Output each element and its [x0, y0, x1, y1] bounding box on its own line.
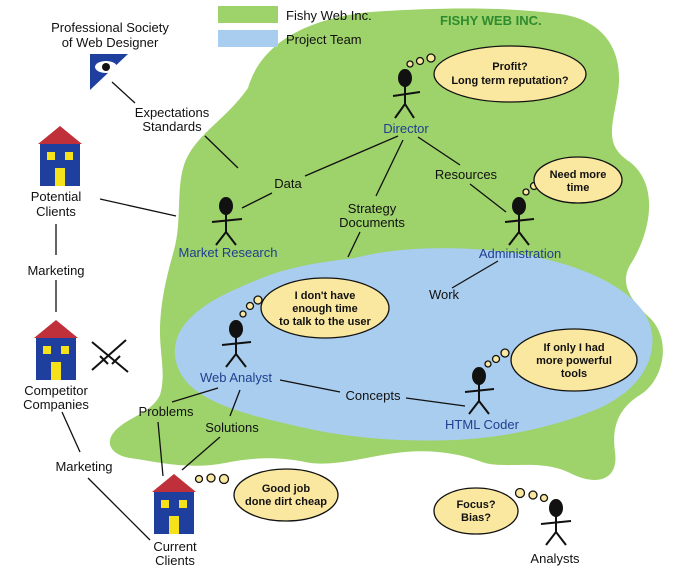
line-analyst-solutions: [229, 389, 241, 417]
thought-bubble-icon: [194, 45, 638, 535]
legend-team-swatch: [218, 30, 278, 47]
thought-clients-1: Good job: [262, 483, 311, 495]
role-analysts: Analysts: [530, 551, 580, 566]
line-analyst-concepts: [279, 379, 341, 393]
line-society-expectations: [111, 81, 136, 104]
legend-team-label: Project Team: [286, 32, 362, 47]
thought-analysts-1: Focus?: [456, 499, 495, 511]
potential-clients-label-2: Clients: [36, 204, 76, 219]
stick-figure-icon: [211, 69, 572, 546]
legend-company-swatch: [218, 6, 278, 23]
line-potential-market: [99, 198, 177, 217]
line-admin-work: [451, 260, 499, 289]
line-marketing-current: [87, 477, 151, 541]
line-strategy-team: [347, 231, 361, 258]
line-analyst-problems: [171, 387, 219, 403]
thought-analyst-3: to talk to the user: [279, 316, 371, 328]
line-concepts-coder: [405, 397, 466, 407]
link-problems: Problems: [139, 404, 194, 419]
line-standards-company: [204, 135, 239, 169]
link-data: Data: [274, 176, 302, 191]
link-marketing-top: Marketing: [27, 263, 84, 278]
thought-director-2: Long term reputation?: [451, 75, 569, 87]
thought-coder-3: tools: [561, 368, 587, 380]
house-icon: [152, 474, 196, 534]
crossed-swords-icon: [91, 339, 129, 373]
role-web-analyst: Web Analyst: [200, 370, 272, 385]
line-director-resources: [417, 136, 461, 166]
link-resources: Resources: [435, 167, 498, 182]
thought-admin-2: time: [567, 182, 590, 194]
role-director: Director: [383, 121, 429, 136]
link-concepts: Concepts: [346, 388, 401, 403]
thought-admin-1: Need more: [550, 169, 607, 181]
role-administration: Administration: [479, 246, 561, 261]
society-label-1: Professional Society: [51, 20, 169, 35]
line-resources-admin: [469, 183, 507, 213]
link-standards: Standards: [142, 119, 202, 134]
link-work: Work: [429, 287, 460, 302]
company-title: FISHY WEB INC.: [440, 13, 542, 28]
line-competitor-marketing: [61, 411, 81, 453]
house-icon: [38, 126, 82, 186]
thought-analysts-2: Bias?: [461, 512, 491, 524]
thought-coder-1: If only I had: [543, 342, 604, 354]
link-marketing-bottom: Marketing: [55, 459, 112, 474]
potential-clients-label-1: Potential: [31, 189, 82, 204]
line-problems-current: [157, 421, 164, 477]
legend-company-label: Fishy Web Inc.: [286, 8, 372, 23]
line-solutions-current: [181, 436, 221, 471]
connector-lines: [55, 81, 507, 541]
thought-analyst-2: enough time: [292, 303, 357, 315]
line-data-market: [241, 192, 273, 209]
role-market-research: Market Research: [179, 245, 278, 260]
link-strategy: Strategy: [348, 201, 397, 216]
thought-director-1: Profit?: [492, 61, 528, 73]
competitors-label-2: Companies: [23, 397, 89, 412]
link-documents: Documents: [339, 215, 405, 230]
thought-clients-2: done dirt cheap: [245, 496, 327, 508]
link-solutions: Solutions: [205, 420, 259, 435]
role-html-coder: HTML Coder: [445, 417, 520, 432]
house-icon: [34, 320, 78, 380]
society-label-2: of Web Designer: [62, 35, 159, 50]
line-director-data: [304, 135, 399, 177]
competitors-label-1: Competitor: [24, 383, 88, 398]
link-expectations: Expectations: [135, 105, 210, 120]
thought-analyst-1: I don't have: [295, 290, 356, 302]
line-director-strategy: [375, 139, 404, 197]
current-clients-label-1: Current: [153, 539, 197, 554]
current-clients-label-2: Clients: [155, 553, 195, 568]
thought-coder-2: more powerful: [536, 355, 612, 367]
eye-logo-icon: [90, 54, 128, 90]
